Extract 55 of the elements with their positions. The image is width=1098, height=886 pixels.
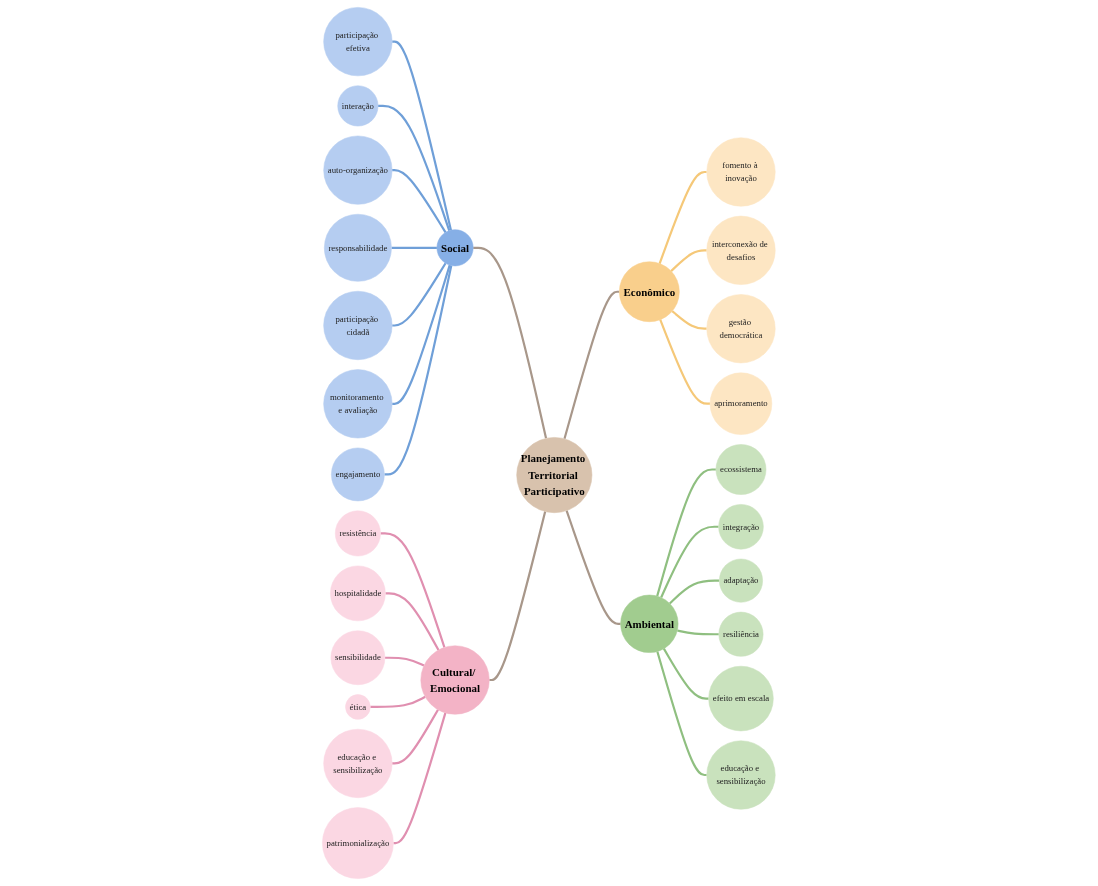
node-circle: interconexão de desafios	[706, 215, 776, 285]
node-circle: Planejamento Territorial Participativo	[516, 437, 593, 513]
node-circle: aprimoramento	[710, 372, 773, 435]
connector	[393, 712, 447, 845]
connector	[563, 290, 620, 440]
connector	[656, 651, 707, 777]
connector	[660, 525, 719, 599]
node-circle: engajamento	[331, 447, 385, 502]
node-circle: Econômico	[619, 261, 680, 322]
node-circle: hospitalidade	[330, 565, 386, 622]
connector	[658, 170, 707, 264]
node-circle: monitoramento e avaliação	[323, 369, 393, 439]
connector	[663, 648, 709, 700]
connector	[380, 532, 446, 648]
connector	[378, 104, 451, 231]
node-circle: efeito em escala	[708, 665, 774, 732]
connector	[669, 579, 720, 605]
connector	[656, 468, 717, 597]
connector	[370, 695, 426, 709]
connector	[677, 629, 720, 636]
connector	[489, 511, 547, 682]
connector	[392, 709, 440, 765]
node-circle: ecossistema	[715, 444, 767, 495]
connector	[384, 265, 453, 476]
node-circle: adaptação	[719, 558, 764, 603]
connector	[659, 319, 711, 405]
connector	[385, 592, 440, 651]
node-circle: participação cidadã	[323, 290, 393, 360]
node-circle: responsabilidade	[324, 213, 392, 282]
connector	[391, 246, 438, 249]
node-circle: auto-organização	[323, 135, 393, 205]
connector	[392, 169, 447, 233]
connector	[392, 40, 453, 231]
connector	[385, 656, 425, 667]
connector	[565, 510, 621, 625]
connector	[392, 264, 451, 405]
node-circle: Ambiental	[620, 594, 679, 653]
node-circle: educação e sensibilização	[706, 740, 776, 810]
node-circle: interação	[337, 85, 379, 127]
connector	[671, 310, 707, 330]
node-circle: ética	[345, 694, 371, 720]
connector	[473, 246, 548, 439]
node-circle: resiliência	[718, 611, 764, 657]
node-circle: Cultural/ Emocional	[420, 645, 490, 715]
node-circle: integração	[718, 504, 764, 550]
node-circle: gestão democrática	[706, 294, 776, 364]
node-circle: patrimonialização	[322, 807, 394, 879]
node-circle: fomento à inovação	[706, 137, 776, 207]
node-circle: participação efetiva	[323, 7, 393, 77]
node-circle: Social	[436, 229, 474, 267]
node-circle: resistência	[335, 510, 381, 557]
connector	[670, 249, 707, 272]
node-circle: sensibilidade	[330, 630, 386, 685]
connector	[392, 262, 447, 327]
node-circle: educação e sensibilização	[323, 728, 393, 798]
